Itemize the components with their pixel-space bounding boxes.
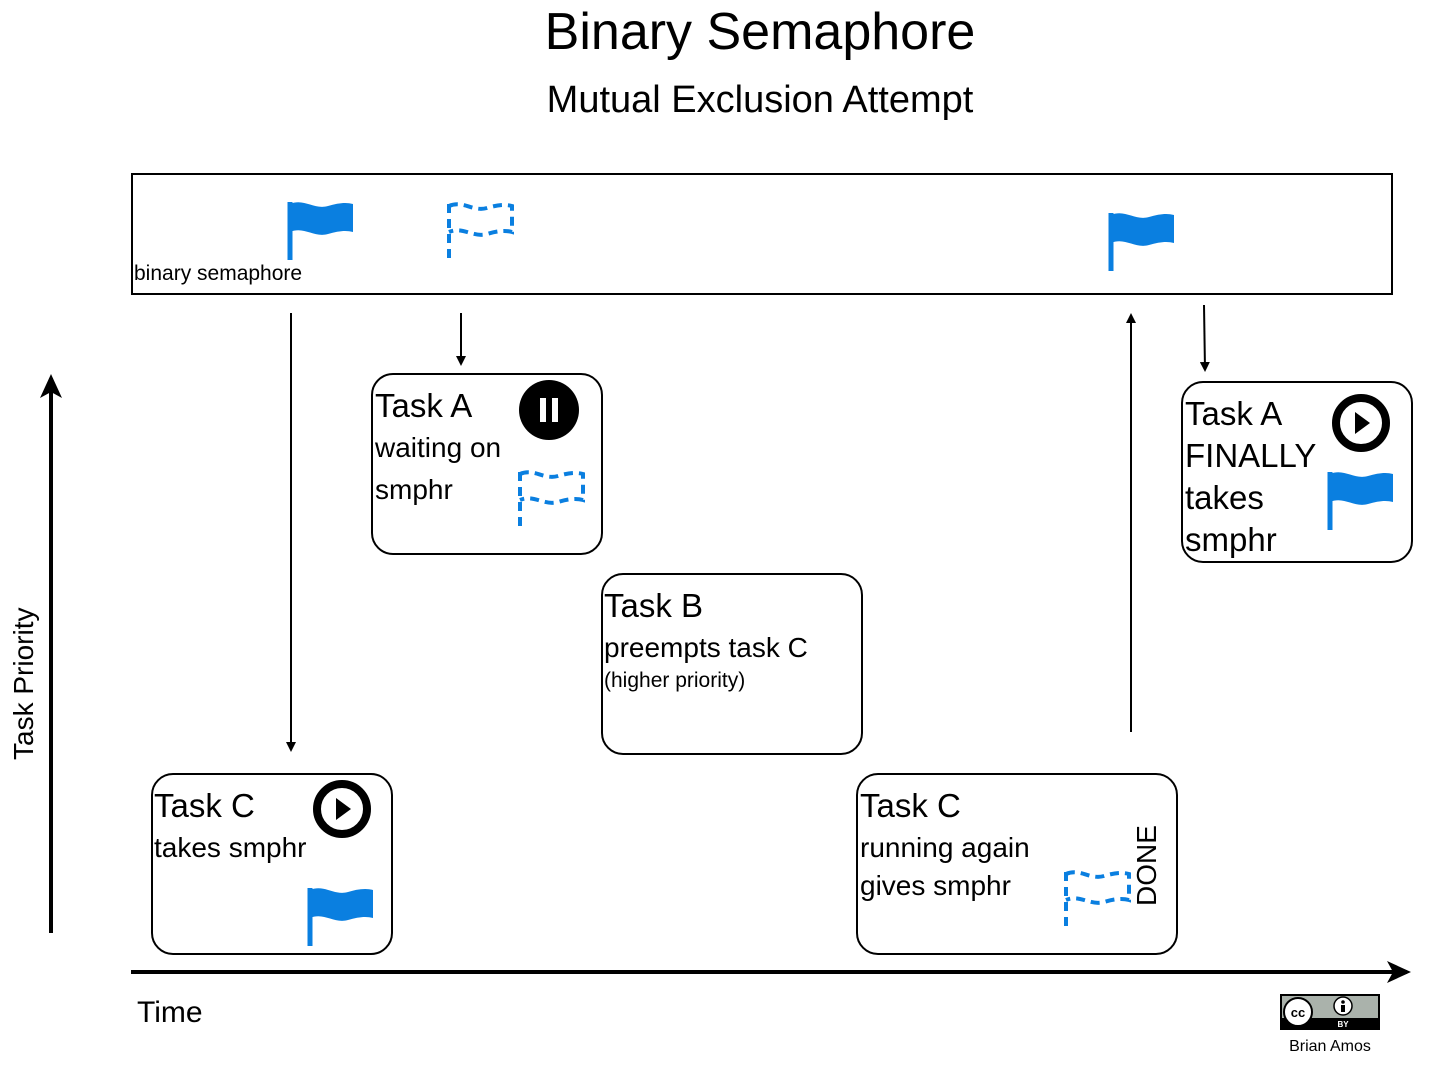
author-credit: Brian Amos <box>1289 1038 1371 1055</box>
play-icon <box>313 780 371 838</box>
arrow-sem-to-task-a-final <box>1199 304 1210 372</box>
task-note: (higher priority) <box>604 669 746 692</box>
task-c-takes-card <box>151 773 393 955</box>
done-label: DONE <box>1131 825 1162 906</box>
pause-icon <box>519 380 579 440</box>
task-description-line-1: FINALLY <box>1185 437 1317 474</box>
y-axis-label: Task Priority <box>8 607 39 760</box>
task-title: Task A <box>375 387 473 424</box>
cc-by-icon: cc BY <box>1280 994 1380 1030</box>
task-description-line-2: smphr <box>375 474 453 505</box>
task-description-line-2: takes <box>1185 479 1264 516</box>
task-title: Task B <box>604 587 704 624</box>
diagram-subtitle: Mutual Exclusion Attempt <box>546 79 974 121</box>
task-description-line-1: running again <box>860 832 1030 863</box>
task-title: Task C <box>154 787 255 824</box>
task-description-line-3: smphr <box>1185 521 1277 558</box>
solid-flag-icon <box>306 886 376 948</box>
task-description: preempts task C <box>604 632 808 663</box>
x-axis-label: Time <box>137 996 203 1029</box>
semaphore-lane <box>131 173 1393 295</box>
diagram-title: Binary Semaphore <box>544 3 976 61</box>
svg-text:BY: BY <box>1337 1020 1349 1029</box>
task-b-card <box>601 573 863 755</box>
svg-text:cc: cc <box>1291 1005 1305 1020</box>
task-title: Task C <box>860 787 961 824</box>
dashed-flag-icon <box>516 468 588 534</box>
task-title: Task A <box>1185 395 1283 432</box>
task-description-line-2: gives smphr <box>860 870 1011 901</box>
play-icon <box>1332 394 1390 452</box>
solid-flag-icon <box>1326 470 1396 532</box>
task-description: takes smphr <box>154 832 307 863</box>
semaphore-label: binary semaphore <box>134 262 303 285</box>
dashed-flag-icon <box>1062 868 1134 934</box>
task-c-gives-card <box>856 773 1178 955</box>
task-description-line-1: waiting on <box>375 432 502 463</box>
